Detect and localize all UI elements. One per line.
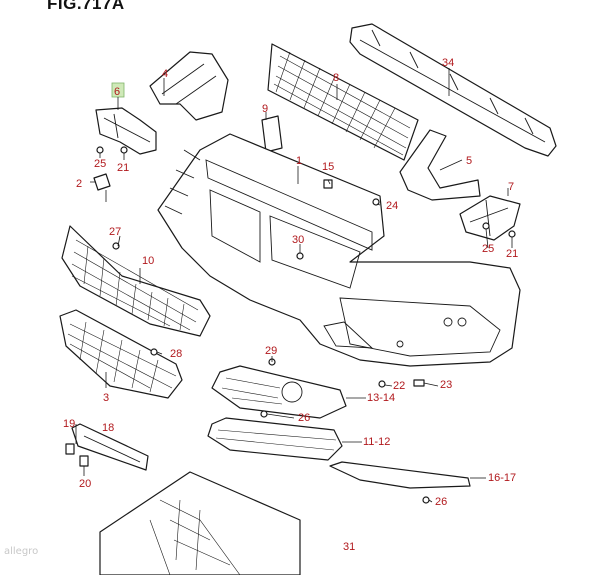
callout-26-top: 26 <box>298 412 310 424</box>
callout-10: 10 <box>142 255 154 267</box>
callout-30: 30 <box>292 234 304 246</box>
callout-11-12: 11-12 <box>363 436 390 448</box>
callout-20: 20 <box>79 478 91 490</box>
callout-21-left: 21 <box>117 162 129 174</box>
callout-31: 31 <box>343 541 355 553</box>
callout-15: 15 <box>322 161 334 173</box>
part-bracket-5 <box>399 129 481 201</box>
callout-19: 19 <box>63 418 75 430</box>
callout-9: 9 <box>262 103 268 115</box>
callout-25-left: 25 <box>94 158 106 170</box>
callout-6: 6 <box>114 86 120 98</box>
callouts: 1 2 3 4 5 6 7 8 9 10 11-12 13-14 15 16-1… <box>63 57 518 553</box>
callout-8: 8 <box>333 72 339 84</box>
part-bracket-2 <box>90 173 111 202</box>
part-bracket-9 <box>261 112 283 153</box>
part-upper-grille-8 <box>267 43 419 161</box>
callout-5: 5 <box>466 155 472 167</box>
callout-7: 7 <box>508 181 514 193</box>
callout-21-right: 21 <box>506 248 518 260</box>
callout-24: 24 <box>386 200 398 212</box>
part-chrome-strip-16-17 <box>329 461 486 489</box>
callout-18: 18 <box>102 422 114 434</box>
part-lower-grille-3 <box>59 309 183 399</box>
part-lamp-cover-11-12 <box>207 417 362 461</box>
watermark: allegro <box>4 546 39 557</box>
callout-27: 27 <box>109 226 121 238</box>
part-fog-bezel-13-14 <box>211 365 366 419</box>
fasteners <box>96 146 516 504</box>
part-plate-holder-18 <box>71 423 149 471</box>
callout-3: 3 <box>103 392 109 404</box>
callout-29: 29 <box>265 345 277 357</box>
figure-title: FIG.717A <box>47 0 125 13</box>
callout-22: 22 <box>393 380 405 392</box>
callout-16-17: 16-17 <box>488 472 516 484</box>
callout-34: 34 <box>442 57 454 69</box>
part-bracket-7 <box>459 188 521 241</box>
callout-4: 4 <box>162 68 168 80</box>
callout-23: 23 <box>440 379 452 391</box>
part-bumper-cover-1 <box>157 133 521 367</box>
part-reinforcement-34 <box>349 23 557 157</box>
part-lower-assembly-31 <box>99 471 301 575</box>
callout-26-bottom: 26 <box>435 496 447 508</box>
leader-lines <box>75 153 513 503</box>
callout-25-right: 25 <box>482 243 494 255</box>
callout-2: 2 <box>76 178 82 190</box>
part-grille-10 <box>61 225 211 337</box>
callout-13-14: 13-14 <box>367 392 395 404</box>
callout-1: 1 <box>296 155 302 167</box>
callout-28: 28 <box>170 348 182 360</box>
part-bracket-4 <box>149 51 229 121</box>
part-bracket-6 <box>95 82 157 155</box>
